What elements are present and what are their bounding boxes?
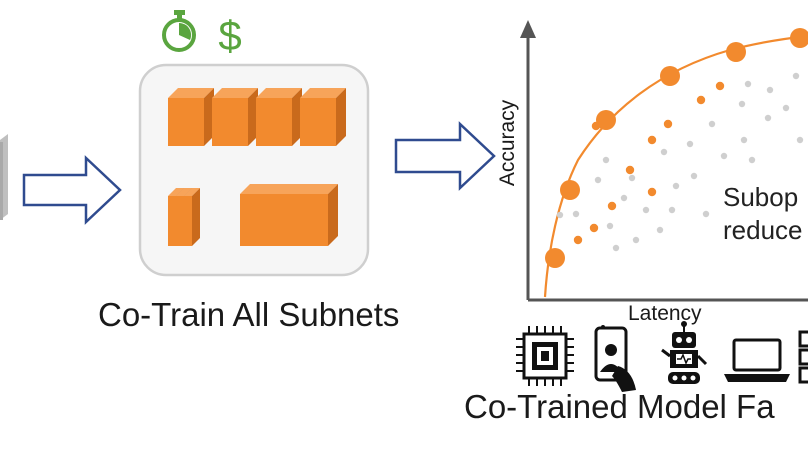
top-block-3 [256,88,302,146]
pareto-point [790,28,808,48]
arrow-2 [394,121,496,191]
suboptimal-point [748,156,756,164]
suboptimal-point [668,206,676,214]
supernet-blocks [168,88,346,246]
suboptimal-point [660,148,668,156]
pareto-frontier-curve [543,34,808,298]
suboptimal-point [606,222,614,230]
suboptimal-point [556,211,564,219]
laptop-icon [724,338,790,382]
top-block-4 [300,88,346,146]
server-icon [798,330,808,384]
input-model-block [0,134,8,220]
suboptimal-point [738,100,746,108]
subnet-point [625,165,635,175]
chip-icon [516,326,574,386]
suboptimal-point [720,152,728,160]
suboptimal-point [620,194,628,202]
suboptimal-point [740,136,748,144]
svg-text:$: $ [218,12,241,59]
suboptimal-point [702,210,710,218]
subnet-point [647,135,657,145]
top-block-1 [168,88,214,146]
suboptimal-point [656,226,664,234]
annotation-line-2: reduce [723,215,803,245]
latency-axis-label: Latency [628,302,702,325]
suboptimal-point [686,140,694,148]
suboptimal-point [572,210,580,218]
co-trained-model-family-caption: Co-Trained Model Fa [464,388,775,425]
chart-axes [520,20,808,302]
suboptimal-point [690,172,698,180]
suboptimal-point [612,244,620,252]
pareto-point [545,248,565,268]
narrow-block-3 [184,188,200,246]
subnet-point [696,95,706,105]
subnet-point [715,81,725,91]
pareto-point [560,180,580,200]
suboptimal-point [782,104,790,112]
suboptimal-point [594,176,602,184]
dollar-icon: $ [218,12,241,59]
suboptimal-point [632,236,640,244]
suboptimal-point [708,120,716,128]
suboptimal-point [792,72,800,80]
subnet-point [573,235,583,245]
suboptimal-point [628,174,636,182]
smartphone-icon [594,325,636,392]
co-train-caption: Co-Train All Subnets [98,296,400,333]
stopwatch-icon [162,10,196,52]
subnet-point [663,119,673,129]
pareto-point [726,42,746,62]
subnet-point [647,187,657,197]
arrow-1 [22,155,122,225]
top-block-2 [212,88,258,146]
subnet-point [607,201,617,211]
suboptimal-point [766,86,774,94]
annotation-line-1: Subop [723,182,799,212]
wide-block-6 [310,184,338,246]
suboptimal-point [764,114,772,122]
accuracy-axis-label: Accuracy [496,99,519,187]
suboptimal-point [744,80,752,88]
pareto-point [596,110,616,130]
robot-icon [661,321,708,384]
suboptimal-point [672,182,680,190]
scatter-points [545,28,808,268]
suboptimal-point [602,156,610,164]
suboptimal-point [796,136,804,144]
suboptimal-point [642,206,650,214]
subnet-point [589,223,599,233]
pareto-point [660,66,680,86]
